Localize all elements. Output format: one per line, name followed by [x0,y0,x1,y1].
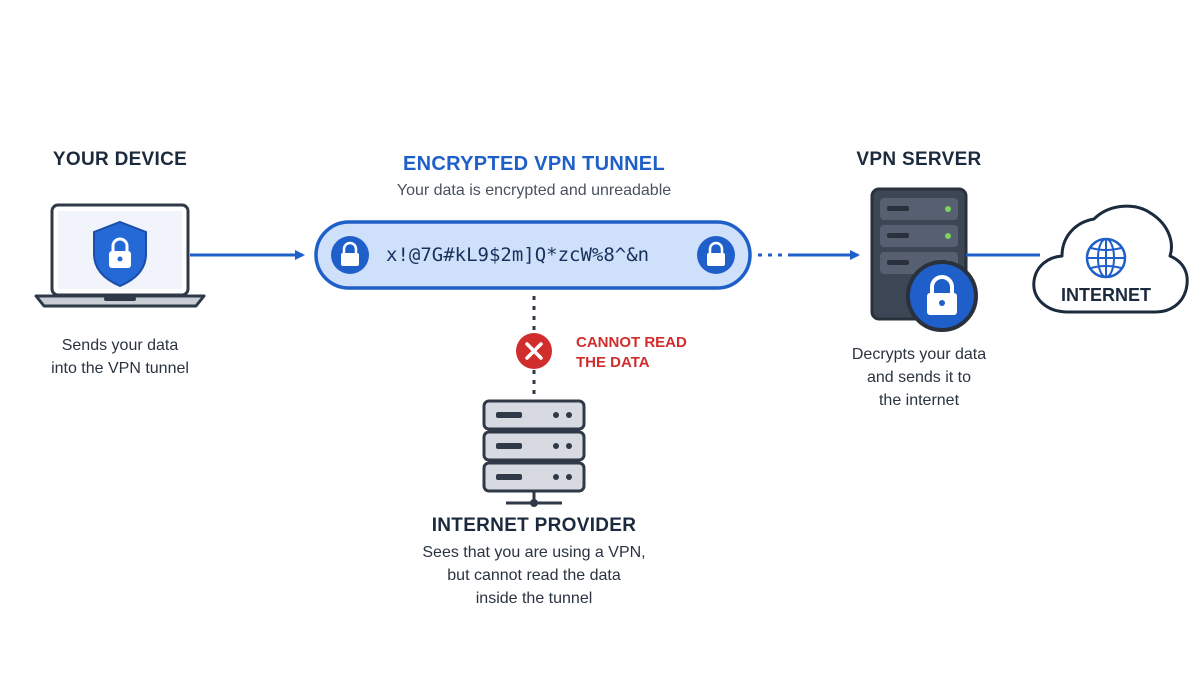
provider-description-line: Sees that you are using a VPN, [422,544,646,561]
laptop-icon [34,203,206,308]
x-circle-icon [516,333,552,369]
device-description: Sends your data into the VPN tunnel [20,334,220,380]
tunnel-lock-left-icon [331,236,369,274]
internet-label: INTERNET [1061,285,1151,305]
warning-line: THE DATA [576,354,650,371]
vpn-server-description-line: Decrypts your data [851,346,987,363]
tunnel-lock-right-icon [697,236,735,274]
warning-line: CANNOT READ [576,334,687,351]
device-description-line: into the VPN tunnel [51,360,189,377]
provider-description: Sees that you are using a VPN, but canno… [384,541,684,610]
device-description-line: Sends your data [61,337,179,354]
vpn-server-description-line: and sends it to [866,369,972,386]
server-lock-icon [906,260,978,332]
provider-description-line: inside the tunnel [475,590,593,607]
tunnel-heading: ENCRYPTED VPN TUNNEL [403,153,665,175]
tunnel-ciphertext: x!@7G#kL9$2m]Q*zcW%8^&n [386,244,650,266]
lock-icon [109,237,131,268]
globe-icon [1085,237,1127,279]
device-heading: YOUR DEVICE [52,149,188,170]
cannot-read-warning: CANNOT READ THE DATA [576,333,687,373]
provider-heading: INTERNET PROVIDER [431,515,637,536]
vpn-tunnel [314,220,752,290]
shield-icon [93,220,147,288]
cloud-icon [1032,204,1189,314]
provider-description-line: but cannot read the data [447,567,621,584]
vpn-server-description-line: the internet [878,392,960,409]
vpn-server-heading: VPN SERVER [856,149,982,170]
server-rack-icon [482,399,586,507]
tunnel-subheading: Your data is encrypted and unreadable [396,182,672,199]
vpn-server-description: Decrypts your data and sends it to the i… [819,343,1019,412]
